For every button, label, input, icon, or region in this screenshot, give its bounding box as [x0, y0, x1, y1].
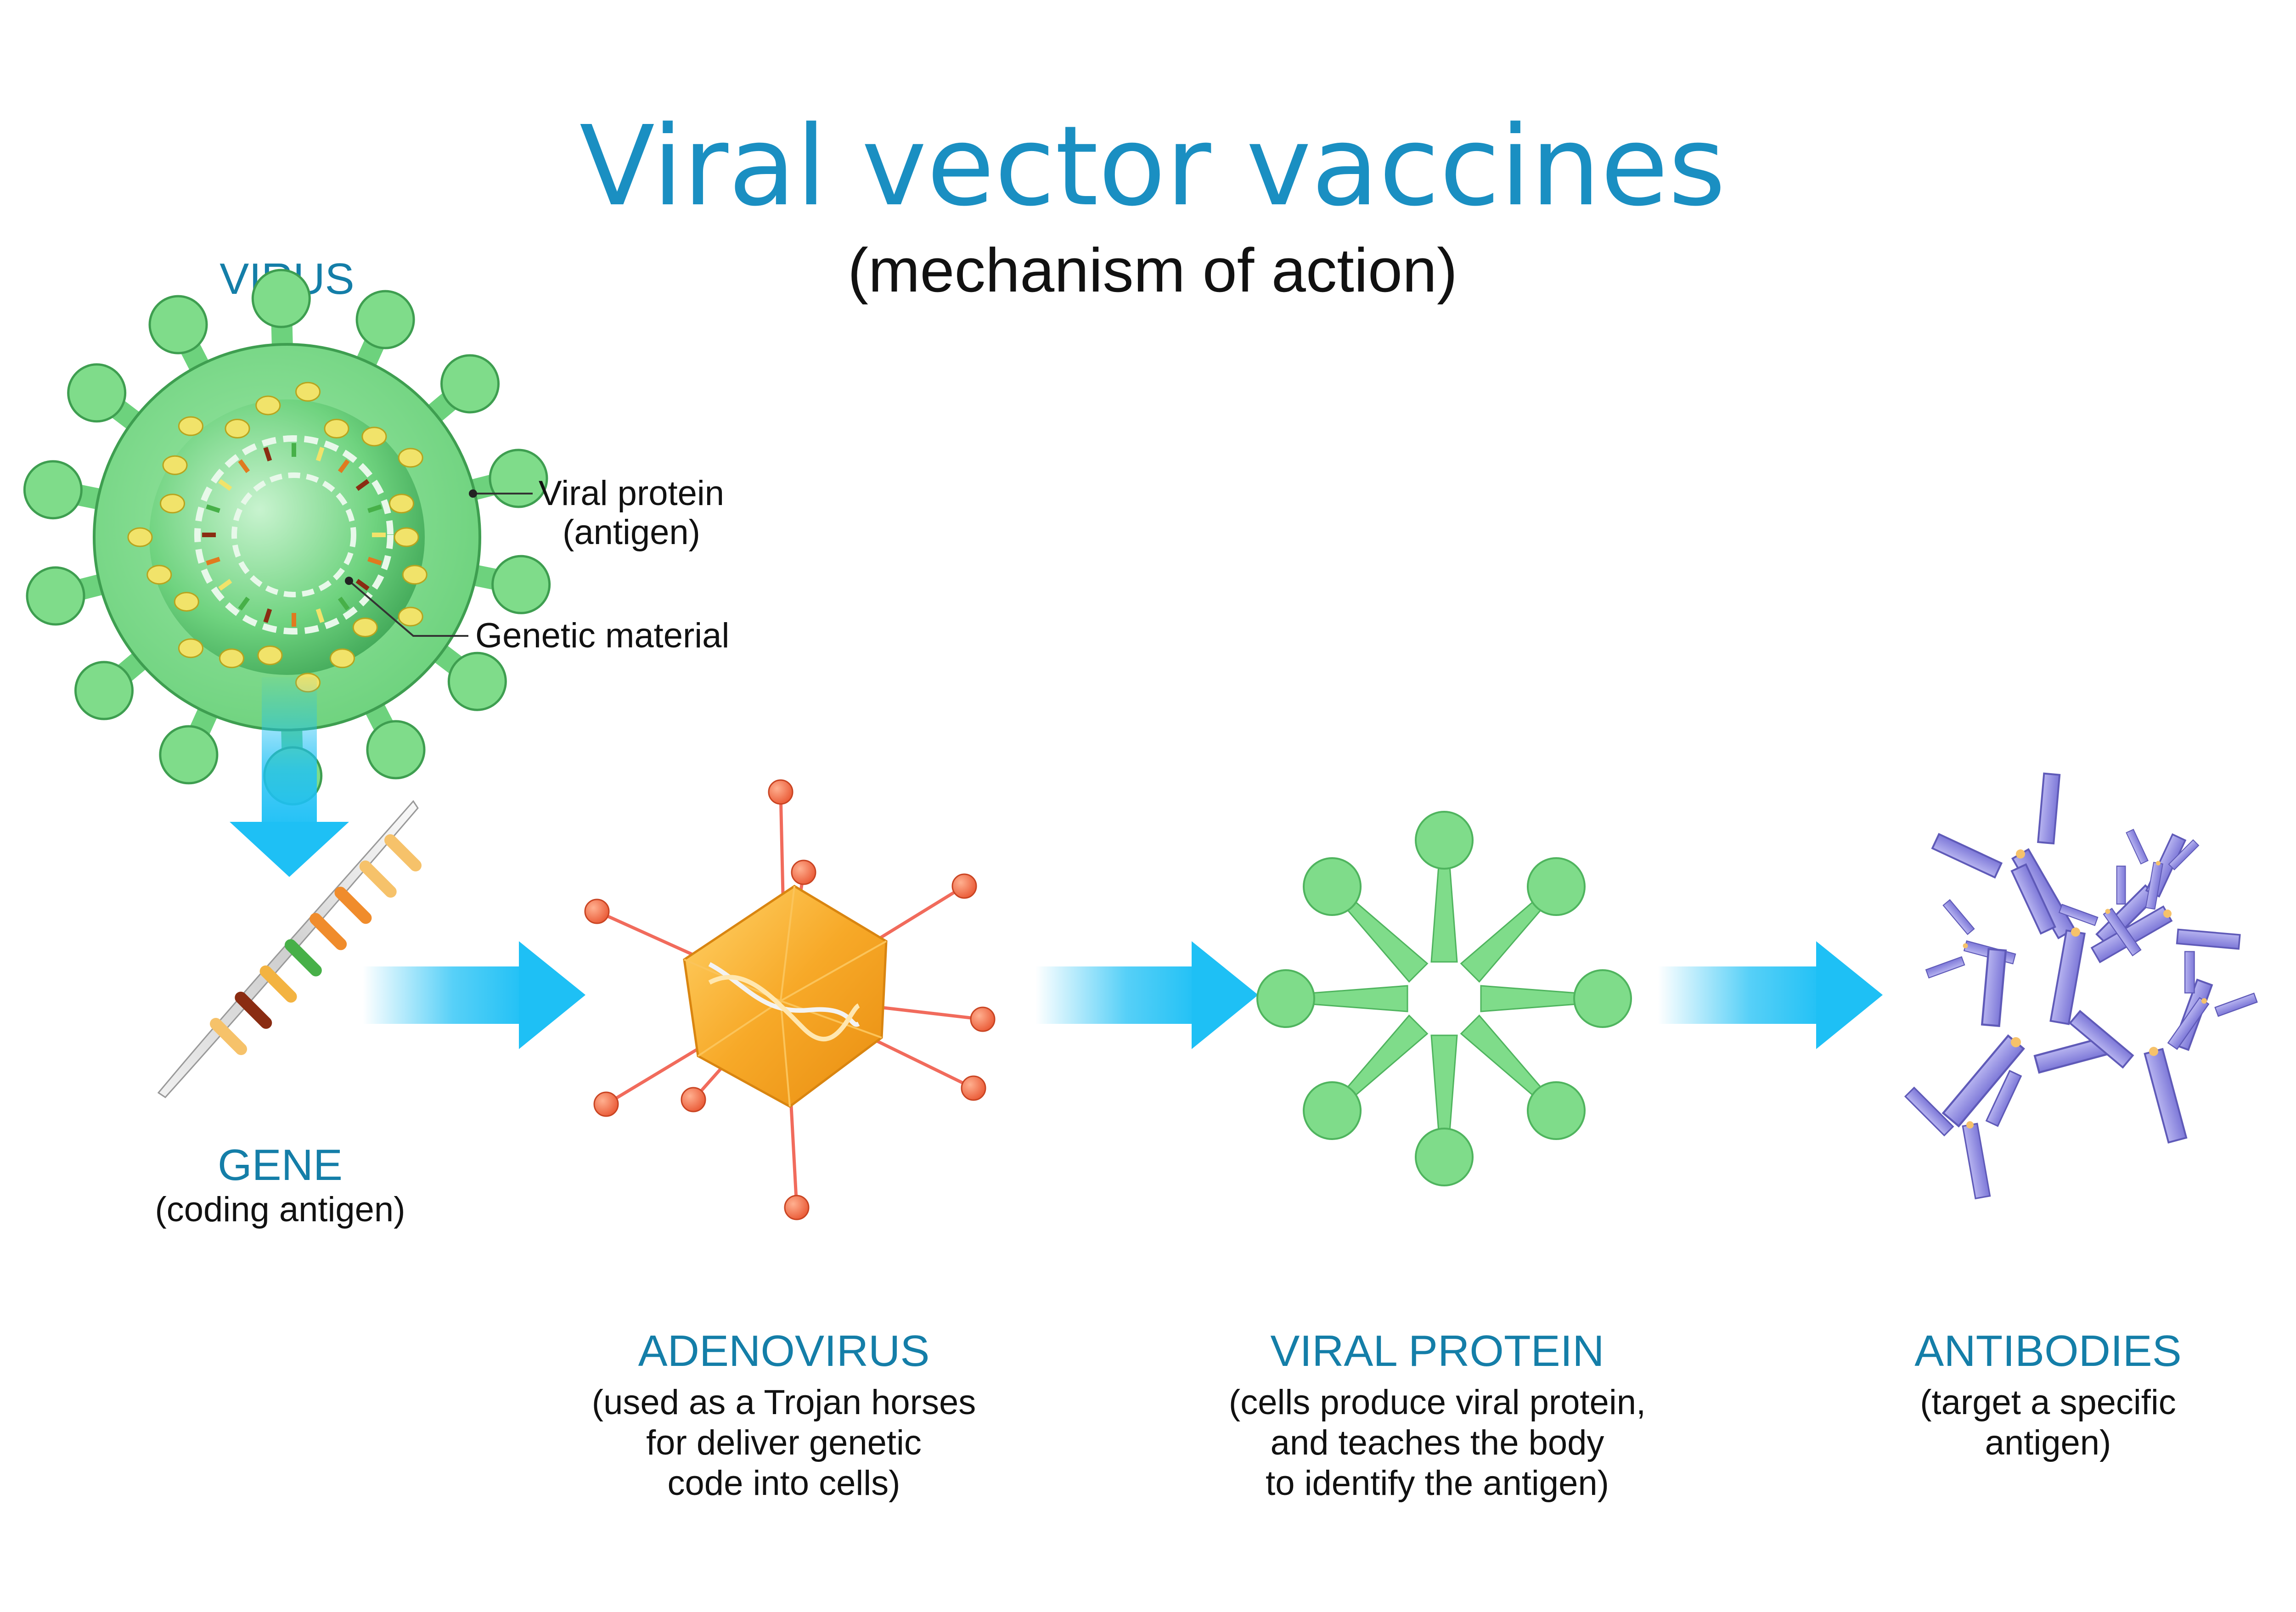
- adenovirus-icon: [584, 779, 996, 1220]
- viral-protein-desc-line-1: (cells produce viral protein,: [1229, 1383, 1646, 1422]
- antibodies-icon: [1904, 772, 2258, 1200]
- viral-protein-desc-line-3: to identify the antigen): [1266, 1464, 1609, 1503]
- virus-callouts: [345, 489, 533, 637]
- antibodies-desc-line-1: (target a specific: [1920, 1383, 2176, 1422]
- adenovirus-desc-line-1: (used as a Trojan horses: [592, 1383, 976, 1422]
- arrow-right-icon: [1035, 941, 1258, 1049]
- viral-protein-desc-line-2: and teaches the body: [1271, 1423, 1604, 1462]
- callout-viral-protein: Viral protein: [539, 474, 724, 513]
- viral-protein-heading: VIRAL PROTEIN: [1270, 1326, 1604, 1376]
- arrow-right-icon: [363, 941, 585, 1049]
- adenovirus-desc-line-2: for deliver genetic: [646, 1423, 922, 1462]
- adenovirus-desc-line-3: code into cells): [668, 1464, 900, 1503]
- antibodies-heading: ANTIBODIES: [1914, 1326, 2181, 1376]
- adenovirus-heading: ADENOVIRUS: [638, 1326, 930, 1376]
- gene-heading: GENE: [218, 1140, 343, 1190]
- gene-description: (coding antigen): [155, 1190, 405, 1229]
- arrow-right-icon: [1658, 941, 1883, 1049]
- antibodies-desc-line-2: antigen): [1985, 1423, 2111, 1462]
- callout-antigen: (antigen): [563, 513, 700, 552]
- diagram-subtitle: (mechanism of action): [848, 236, 1458, 305]
- arrow-down-icon: [230, 677, 349, 877]
- diagram-title: Viral vector vaccines: [580, 102, 1726, 230]
- virus-icon: [23, 269, 551, 806]
- callout-genetic-material: Genetic material: [475, 616, 729, 655]
- gene-icon: [157, 800, 422, 1098]
- viral-protein-icon: [1256, 811, 1632, 1186]
